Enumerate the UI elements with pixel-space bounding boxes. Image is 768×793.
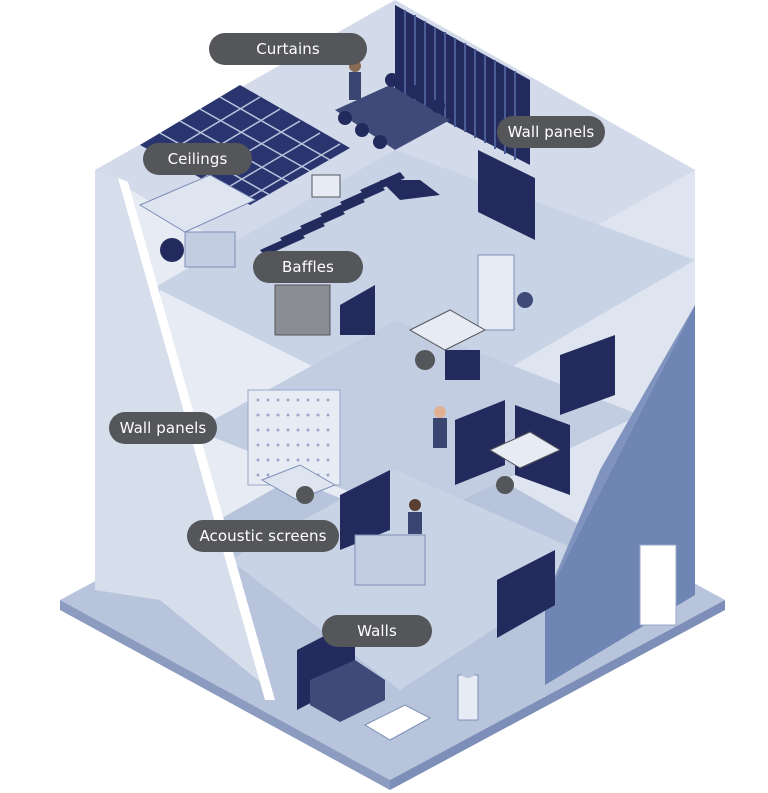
callout-ceilings: Ceilings bbox=[143, 143, 252, 175]
desk-top-left bbox=[138, 174, 257, 233]
bookshelf bbox=[477, 254, 515, 331]
callout-curtains: Curtains bbox=[209, 33, 367, 65]
printer bbox=[311, 174, 341, 198]
callout-acoustic-screens: Acoustic screens bbox=[187, 520, 339, 552]
baffles bbox=[260, 172, 440, 256]
office-chair bbox=[296, 486, 314, 504]
filing-cabinet bbox=[274, 284, 331, 336]
person-body bbox=[349, 72, 361, 100]
callout-wall-panels-top: Wall panels bbox=[497, 116, 605, 148]
meeting-table bbox=[335, 85, 450, 150]
callout-wall-panels-left: Wall panels bbox=[109, 412, 217, 444]
exterior-door bbox=[639, 544, 677, 626]
middle-floor-plate bbox=[150, 150, 695, 420]
office-chair bbox=[160, 238, 184, 262]
acoustic-screen-2 bbox=[455, 400, 505, 485]
ground-slab-edge bbox=[60, 600, 390, 790]
acoustic-screen bbox=[340, 470, 390, 550]
person-body bbox=[433, 418, 447, 448]
plant bbox=[517, 292, 533, 308]
callout-baffles: Baffles bbox=[253, 251, 363, 283]
wall-panel-top-right bbox=[478, 150, 535, 240]
desk-middle bbox=[408, 309, 487, 351]
wall-panel-right-middle bbox=[560, 335, 615, 415]
coffee-table bbox=[363, 704, 432, 741]
ground-slab-edge-right bbox=[390, 600, 725, 790]
water-cooler bbox=[457, 674, 479, 721]
desk-cluster bbox=[488, 431, 562, 469]
callout-walls: Walls bbox=[322, 615, 432, 647]
wall-panel-partition bbox=[340, 285, 375, 335]
wall-panel-lower-right bbox=[497, 550, 555, 638]
desk-lower-left bbox=[260, 464, 337, 501]
office-chair bbox=[496, 476, 514, 494]
person-head bbox=[434, 406, 446, 418]
person-body bbox=[408, 512, 422, 534]
curtains bbox=[395, 5, 530, 165]
sofa bbox=[310, 660, 385, 722]
person-head bbox=[409, 499, 421, 511]
right-wall-front bbox=[545, 305, 695, 600]
reception-desk bbox=[354, 534, 426, 586]
office-chair bbox=[415, 350, 435, 370]
